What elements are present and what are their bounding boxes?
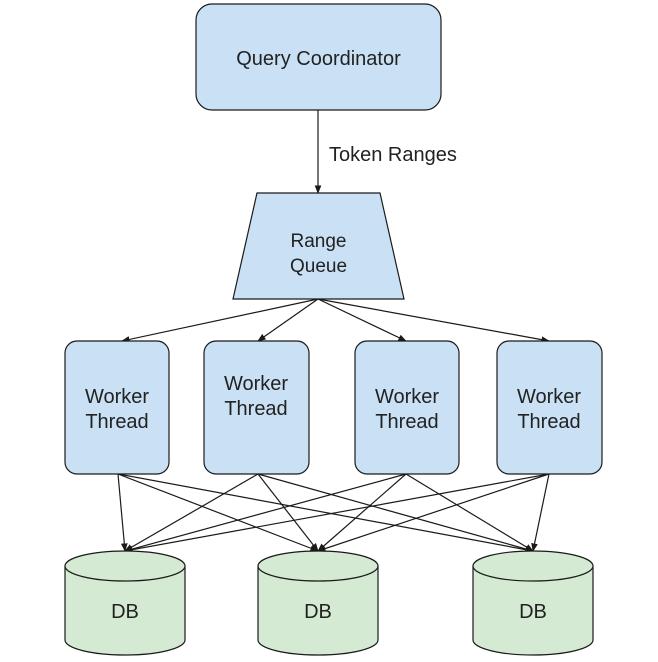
query-coordinator-node: Query Coordinator: [195, 3, 442, 111]
edge-worker-4-to-db-3: [531, 473, 550, 552]
worker-thread-node-3: Worker Thread: [354, 340, 460, 475]
worker-thread-label-line1: Worker: [517, 386, 581, 408]
edge-worker-2-to-db-3: [257, 473, 534, 553]
range-queue-node: Range Queue: [232, 192, 405, 300]
edge-worker-4-to-db-1: [124, 473, 550, 553]
worker-thread-label-line2: Thread: [224, 398, 287, 420]
database-node-2: DB: [257, 550, 379, 656]
query-coordinator-label: Query Coordinator: [236, 48, 401, 70]
worker-thread-label-line1: Worker: [224, 373, 288, 395]
edge-worker-3-to-db-2: [317, 473, 407, 552]
range-queue-label-line1: Range: [291, 231, 347, 252]
edge-worker-2-to-db-1: [124, 473, 259, 552]
database-node-3: DB: [472, 550, 594, 656]
edge-worker-1-to-db-2: [117, 473, 319, 552]
edge-worker-3-to-db-1: [124, 473, 407, 553]
worker-thread-label-line1: Worker: [85, 386, 149, 408]
edge-queue-to-worker-1: [121, 298, 319, 343]
edge-worker-1-to-db-1: [117, 473, 128, 552]
worker-thread-label-line1: Worker: [375, 386, 439, 408]
worker-thread-label-line2: Thread: [517, 411, 580, 433]
worker-thread-node-2: Worker Thread: [203, 340, 310, 475]
range-queue-label-line2: Queue: [290, 256, 347, 277]
edge-queue-to-worker-4: [317, 298, 550, 343]
worker-thread-label-line2: Thread: [375, 411, 438, 433]
token-ranges-label: Token Ranges: [329, 144, 457, 166]
edge-worker-4-to-db-2: [317, 473, 550, 552]
database-node-1: DB: [64, 550, 186, 656]
database-label: DB: [519, 601, 547, 623]
edge-queue-to-worker-3: [317, 298, 407, 342]
worker-thread-label-line2: Thread: [85, 411, 148, 433]
worker-thread-node-1: Worker Thread: [64, 340, 170, 475]
edge-worker-1-to-db-3: [117, 473, 534, 553]
worker-thread-node-4: Worker Thread: [496, 340, 603, 475]
edge-worker-2-to-db-2: [257, 473, 319, 552]
edge-worker-3-to-db-3: [405, 473, 534, 552]
database-label: DB: [304, 601, 332, 623]
edge-queue-to-worker-2: [257, 298, 319, 342]
edges: [117, 110, 550, 553]
database-label: DB: [111, 601, 139, 623]
